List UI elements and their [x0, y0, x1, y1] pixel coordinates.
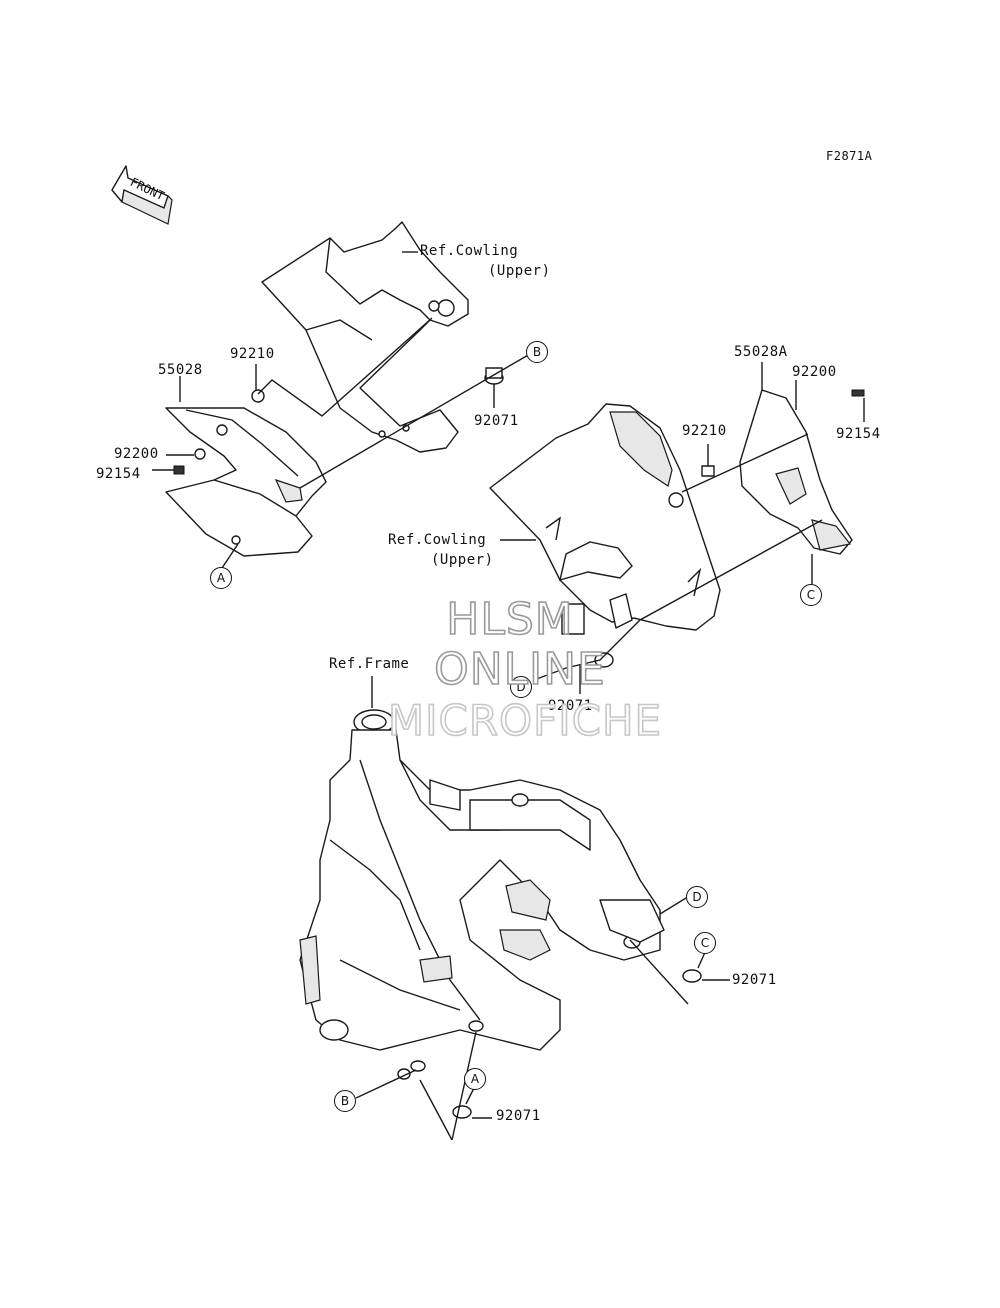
ref-cowling-upper-left-line2: (Upper) — [488, 263, 551, 279]
part-number-92200-right[interactable]: 92200 — [792, 364, 837, 380]
marker-a-frame: A — [464, 1068, 486, 1090]
part-number-92154-right[interactable]: 92154 — [836, 426, 881, 442]
ref-cowling-upper-left-line1: Ref.Cowling — [420, 243, 519, 259]
part-number-92210-left[interactable]: 92210 — [230, 346, 275, 362]
ref-cowling-upper-right-line1: Ref.Cowling — [388, 532, 487, 548]
front-direction-arrow-icon: FRONT — [111, 165, 173, 225]
part-number-92210-right[interactable]: 92210 — [682, 423, 727, 439]
right-side-cover — [739, 389, 853, 555]
part-number-92071-left[interactable]: 92071 — [474, 413, 519, 429]
marker-c-frame: C — [694, 932, 716, 954]
marker-d-center: D — [510, 676, 532, 698]
part-number-92154-left[interactable]: 92154 — [96, 466, 141, 482]
marker-a-left: A — [210, 567, 232, 589]
part-number-92071-frame-c[interactable]: 92071 — [732, 972, 777, 988]
ref-cowling-upper-right-line2: (Upper) — [431, 552, 494, 568]
part-number-92071-frame-a[interactable]: 92071 — [496, 1108, 541, 1124]
right-cowling-upper-ref — [489, 403, 721, 635]
marker-b-top: B — [526, 341, 548, 363]
left-fasteners — [173, 367, 504, 475]
right-leader-lines — [500, 362, 865, 694]
part-number-55028[interactable]: 55028 — [158, 362, 203, 378]
frame-leader-lines — [355, 676, 730, 1141]
marker-c-right: C — [800, 584, 822, 606]
part-number-55028A[interactable]: 55028A — [734, 344, 788, 360]
watermark-line-hlsm: HLSM — [445, 593, 574, 646]
figure-code: F2871A — [826, 149, 873, 163]
marker-b-frame: B — [334, 1090, 356, 1112]
motorcycle-frame — [299, 709, 665, 1080]
left-leader-lines — [152, 251, 531, 569]
marker-d-frame: D — [686, 886, 708, 908]
part-number-92200-left[interactable]: 92200 — [114, 446, 159, 462]
right-fasteners — [594, 389, 865, 668]
watermark-line-microfiche: MICROFICHE — [387, 695, 663, 746]
left-side-cover — [165, 407, 327, 557]
part-number-92071-center[interactable]: 92071 — [548, 698, 593, 714]
ref-frame-label: Ref.Frame — [329, 656, 410, 672]
watermark-line-online: ONLINE — [433, 643, 606, 696]
